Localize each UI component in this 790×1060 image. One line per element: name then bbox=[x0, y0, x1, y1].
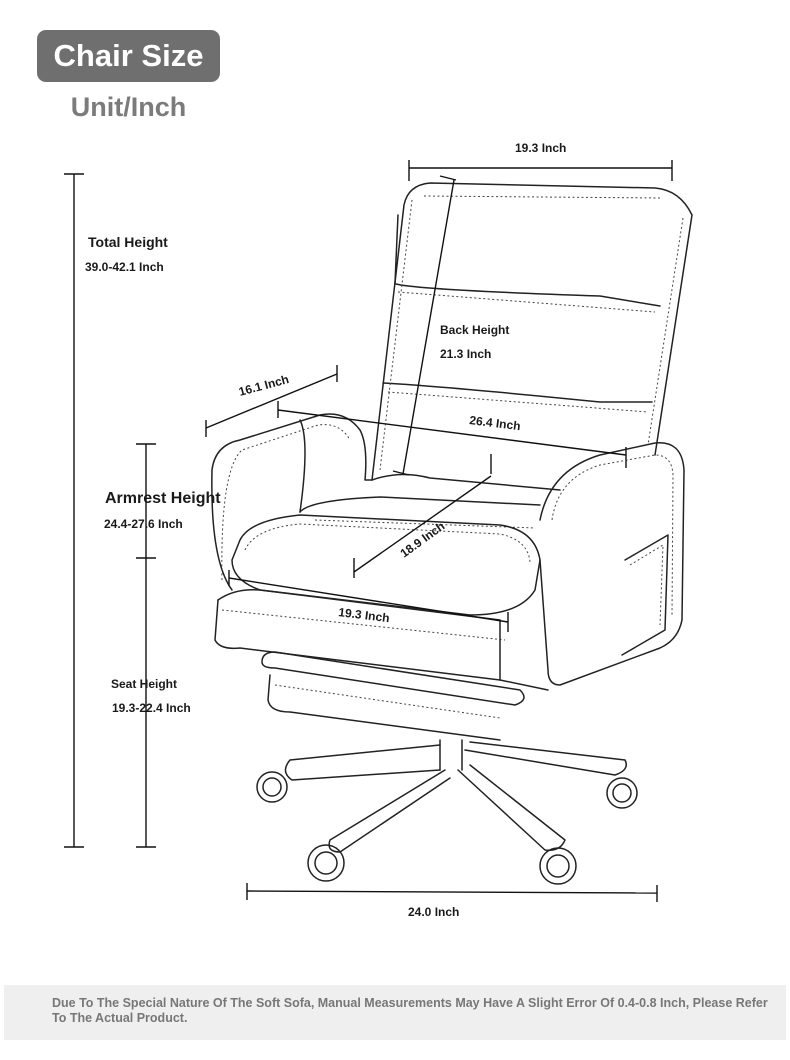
seat-height-value: 19.3-22.4 Inch bbox=[112, 701, 191, 715]
star-base bbox=[284, 741, 627, 853]
dimension-lines bbox=[64, 160, 673, 902]
back-width-value: 19.3 Inch bbox=[515, 141, 566, 155]
page-title: Chair Size bbox=[53, 38, 204, 73]
seat-depth-value: 18.9 Inch bbox=[398, 519, 448, 561]
seat-height-label: Seat Height bbox=[111, 677, 177, 691]
total-height-label: Total Height bbox=[88, 234, 168, 250]
caster-wheels bbox=[256, 771, 638, 885]
seat-width-value: 19.3 Inch bbox=[338, 605, 391, 625]
footrest bbox=[261, 651, 525, 706]
right-armrest bbox=[539, 442, 685, 686]
armrest-depth-value: 16.1 Inch bbox=[237, 372, 290, 399]
overall-width-value: 26.4 Inch bbox=[469, 413, 522, 433]
unit-label: Unit/Inch bbox=[70, 92, 187, 122]
left-armrest bbox=[211, 413, 373, 591]
base-width-value: 24.0 Inch bbox=[408, 905, 459, 919]
seat-cushion bbox=[231, 514, 541, 616]
total-height-value: 39.0-42.1 Inch bbox=[85, 260, 164, 274]
disclaimer-text: Due To The Special Nature Of The Soft So… bbox=[52, 996, 768, 1025]
back-height-label: Back Height bbox=[440, 323, 509, 337]
measurement-disclaimer: Due To The Special Nature Of The Soft So… bbox=[4, 985, 786, 1040]
chair-dimension-diagram: Total Height 39.0-42.1 Inch Armrest Heig… bbox=[64, 141, 693, 919]
armrest-height-label: Armrest Height bbox=[105, 490, 221, 507]
chair-illustration bbox=[211, 182, 693, 885]
backrest bbox=[371, 182, 693, 481]
title-badge: Chair Size bbox=[37, 30, 220, 82]
back-height-value: 21.3 Inch bbox=[440, 347, 491, 361]
armrest-height-value: 24.4-27.6 Inch bbox=[104, 517, 183, 531]
